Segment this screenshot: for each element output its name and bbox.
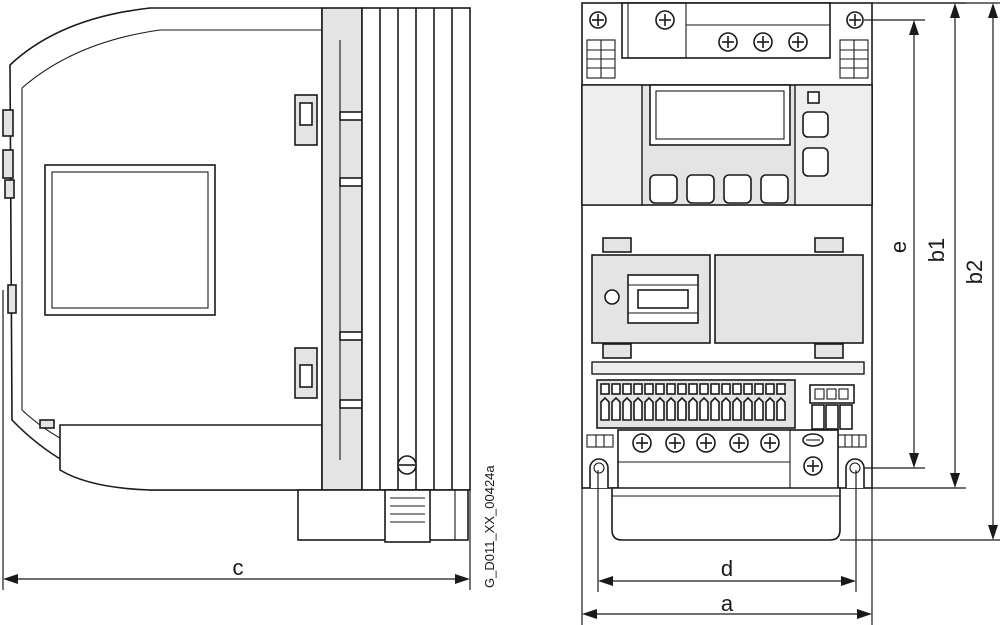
control-terminal — [754, 383, 764, 421]
front-view — [581, 2, 873, 541]
front-top-right-vents — [839, 39, 869, 79]
dimension-d: d — [597, 470, 857, 592]
dimension-e: e — [864, 19, 925, 469]
front-clip-lower-left — [602, 343, 632, 359]
panel-display — [649, 84, 791, 146]
front-clip-lower-right — [814, 343, 844, 359]
front-top-left-vents — [586, 39, 616, 79]
control-terminal — [765, 383, 775, 421]
panel-key-right-2[interactable] — [802, 147, 829, 177]
panel-key-1[interactable] — [649, 174, 678, 204]
control-terminal — [600, 383, 610, 421]
control-terminal — [655, 383, 665, 421]
module-indicator — [604, 289, 620, 305]
control-terminal — [776, 383, 786, 421]
power-terminal-screws — [632, 433, 780, 453]
side-housing-inner-curve — [21, 29, 322, 89]
side-connector-2 — [2, 149, 14, 179]
panel-left-block — [581, 84, 643, 206]
control-terminal — [710, 383, 720, 421]
terminal-screw-power — [632, 433, 652, 453]
dimension-label-b1: b1 — [924, 238, 949, 262]
control-terminal — [622, 383, 632, 421]
panel-key-2[interactable] — [686, 174, 715, 204]
control-terminal — [721, 383, 731, 421]
panel-led — [807, 91, 820, 104]
front-clip-upper-right — [814, 237, 844, 253]
side-connector-5 — [39, 419, 55, 429]
side-inner-panel — [321, 7, 363, 491]
control-terminals — [600, 383, 786, 421]
side-lower-body — [59, 424, 323, 491]
panel-key-4[interactable] — [760, 174, 789, 204]
panel-right-block — [794, 84, 873, 206]
terminal-screw-power — [696, 433, 716, 453]
dimension-label-b2: b2 — [962, 260, 987, 284]
control-terminal — [688, 383, 698, 421]
control-terminal — [699, 383, 709, 421]
control-terminal — [732, 383, 742, 421]
dimension-label-c: c — [233, 555, 244, 580]
dimension-c: c — [2, 290, 471, 590]
control-terminal — [644, 383, 654, 421]
dimension-label-d: d — [721, 556, 733, 581]
dimension-a: a — [581, 488, 873, 625]
side-connector-4 — [7, 284, 17, 314]
front-power-terminal-block — [617, 429, 839, 491]
side-display-window-outer — [44, 164, 216, 316]
dimension-b2: b2 — [840, 2, 1000, 541]
side-connector-1 — [2, 109, 14, 137]
side-connector-3 — [4, 179, 15, 199]
front-clip-upper-left — [602, 237, 632, 253]
control-terminal — [743, 383, 753, 421]
side-bottom-terminal-block — [297, 489, 469, 541]
dimension-b1: b1 — [872, 2, 966, 489]
terminal-screw-power — [760, 433, 780, 453]
drawing-code: G_D011_XX_00424a — [482, 465, 497, 588]
panel-key-3[interactable] — [723, 174, 752, 204]
front-bottom-shield — [611, 487, 841, 541]
terminal-screw-power — [729, 433, 749, 453]
panel-key-right-1[interactable] — [802, 111, 829, 138]
front-small-connector — [809, 384, 855, 404]
control-terminal — [666, 383, 676, 421]
control-terminal — [633, 383, 643, 421]
dimension-label-a: a — [721, 591, 734, 616]
terminal-screw-power — [665, 433, 685, 453]
dimension-label-e: e — [886, 241, 911, 253]
side-view — [2, 7, 471, 543]
control-terminal — [611, 383, 621, 421]
control-terminal — [677, 383, 687, 421]
front-bottom-left-vents — [586, 434, 614, 448]
side-display-window-inner — [51, 171, 209, 309]
front-module-right — [714, 254, 864, 344]
